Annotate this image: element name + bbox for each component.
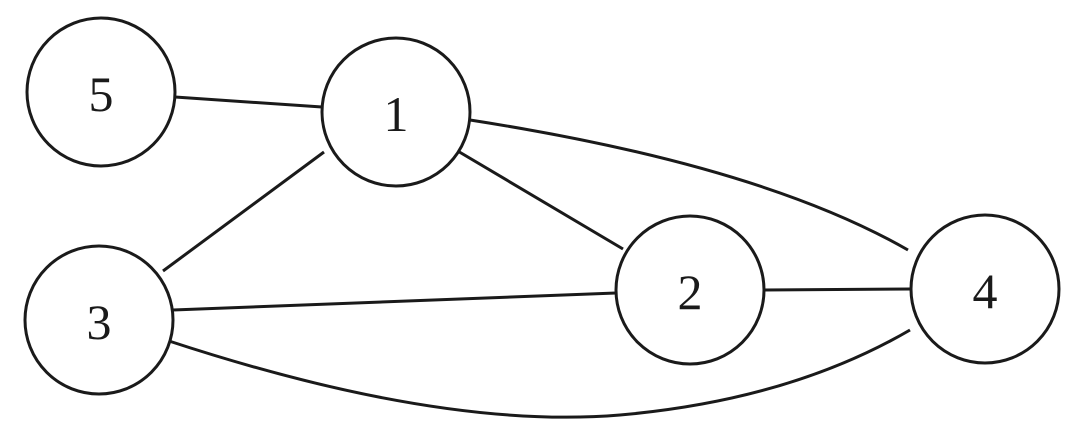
node-1: 1 <box>320 36 472 188</box>
node-label: 2 <box>678 264 703 320</box>
edge-2-4 <box>763 287 912 292</box>
edge-3-2 <box>172 291 617 312</box>
node-label: 4 <box>973 263 998 319</box>
node-4: 4 <box>909 213 1061 365</box>
node-circle <box>909 213 1061 365</box>
node-circle <box>614 214 766 366</box>
node-circle <box>23 244 175 396</box>
edge-5-1 <box>174 95 323 109</box>
edge-1-2 <box>455 148 624 251</box>
node-circle <box>25 16 177 168</box>
edge-3-4 <box>168 328 911 419</box>
node-label: 3 <box>87 294 112 350</box>
edges <box>162 95 912 419</box>
edge-1-3 <box>162 150 325 273</box>
edge-1-4 <box>469 118 909 252</box>
node-label: 1 <box>384 86 409 142</box>
node-3: 3 <box>23 244 175 396</box>
node-circle <box>320 36 472 188</box>
nodes: 5 1 3 2 4 <box>23 16 1061 396</box>
node-label: 5 <box>89 66 114 122</box>
node-2: 2 <box>614 214 766 366</box>
node-5: 5 <box>25 16 177 168</box>
